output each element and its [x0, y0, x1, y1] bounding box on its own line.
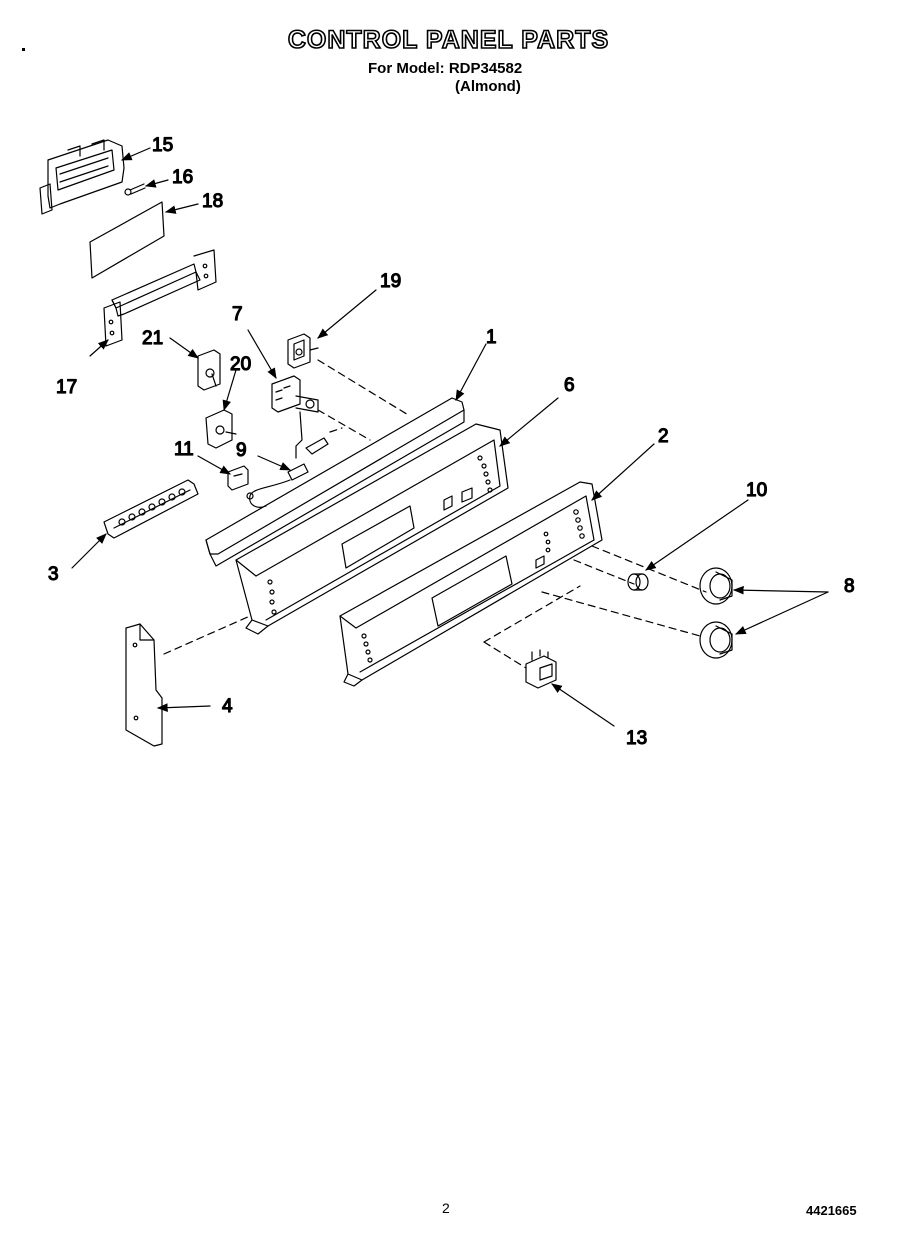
- callout-11: 11: [174, 439, 194, 460]
- callout-4: 4: [222, 696, 233, 717]
- callout-21: 21: [142, 328, 163, 349]
- callout-20: 20: [230, 354, 251, 375]
- part-18-overlay: [89, 201, 165, 279]
- callout-7: 7: [232, 304, 243, 325]
- callout-13: 13: [626, 728, 647, 749]
- callout-16: 16: [172, 167, 193, 188]
- part-1-trim: [205, 397, 465, 567]
- part-9-harness: [246, 463, 309, 508]
- part-10-spacer: [627, 573, 649, 591]
- callout-9: 9: [236, 440, 247, 461]
- callout-18: 18: [202, 191, 223, 212]
- color-line: (Almond): [455, 78, 521, 95]
- part-code: 4421665: [806, 1203, 857, 1218]
- part-16-screw: [124, 183, 146, 196]
- part-13-connector: [525, 649, 557, 689]
- callout-6: 6: [564, 375, 575, 396]
- part-20-switch: [205, 409, 237, 449]
- callout-3: 3: [48, 564, 59, 585]
- part-7-thermostat: [271, 375, 329, 459]
- callout-15: 15: [152, 135, 173, 156]
- callout-10: 10: [746, 480, 767, 501]
- part-15-bracket: [39, 139, 125, 215]
- callout-8: 8: [844, 576, 855, 597]
- callout-2: 2: [658, 426, 669, 447]
- callout-19: 19: [380, 271, 401, 292]
- part-4-side-bracket: [125, 623, 163, 747]
- model-line: For Model: RDP34582: [368, 60, 523, 77]
- part-6-panel: [235, 423, 509, 635]
- part-2-panel: [339, 481, 603, 687]
- leader-lines: [71, 147, 829, 727]
- callout-1: 1: [486, 327, 497, 348]
- callout-17: 17: [56, 377, 77, 398]
- part-3-keypad: [103, 479, 199, 539]
- part-8-knob-upper: [699, 567, 733, 605]
- part-19-switch: [287, 333, 319, 369]
- part-17-bracket: [103, 249, 217, 347]
- part-21-switch: [197, 349, 221, 391]
- page-number: 2: [442, 1200, 450, 1216]
- page-title: CONTROL PANEL PARTS: [287, 25, 610, 55]
- dashed-line-13: [483, 641, 527, 669]
- part-11-connector: [227, 465, 249, 491]
- stray-mark: [22, 48, 25, 51]
- part-8-knob-lower: [699, 621, 733, 659]
